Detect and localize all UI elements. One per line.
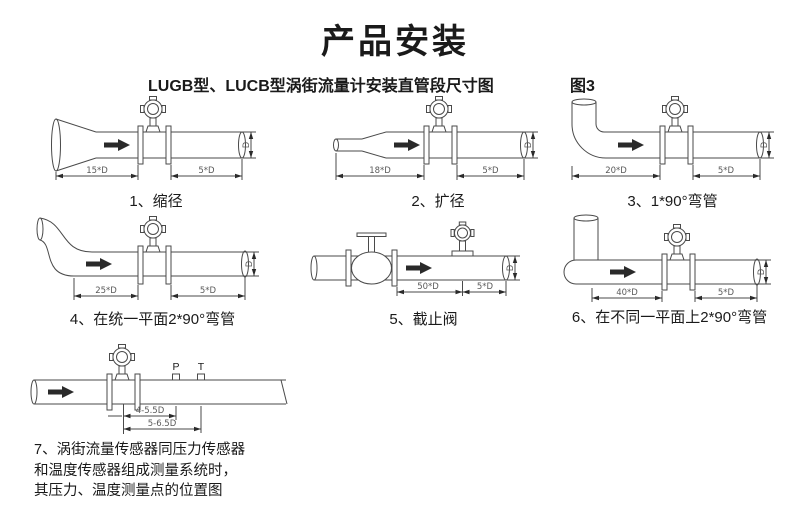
flowmeter-icon <box>659 96 694 165</box>
svg-text:D: D <box>506 264 516 271</box>
svg-text:15*D: 15*D <box>86 166 108 176</box>
diagram-pt-points: P T 4-5.5D 5-6.5D <box>28 338 293 438</box>
diagram-two-elbows-diff-plane: D 40*D 5*D 6、在不同一平面上2*90°弯管 <box>552 210 787 327</box>
upstream-dimension: 25*D <box>73 278 139 300</box>
diagram-reducer: D 15*D 5*D 1、缩径 <box>46 96 266 211</box>
diagram-two-elbows-same-plane-label: 4、在统一平面2*90°弯管 <box>69 311 236 328</box>
svg-text:20*D: 20*D <box>605 166 627 176</box>
flowmeter-icon <box>450 221 475 257</box>
upstream-dimension: 40*D <box>591 288 663 302</box>
svg-text:T: T <box>198 361 205 373</box>
svg-text:50*D: 50*D <box>417 282 439 292</box>
flowmeter-icon <box>137 216 172 285</box>
pipe <box>34 379 288 405</box>
diagram-two-elbows-same-plane-drawing: D 25*D 5*D <box>36 216 259 300</box>
flow-arrow-icon <box>86 258 112 270</box>
svg-text:5*D: 5*D <box>718 288 735 298</box>
expander-shape <box>333 131 387 159</box>
diagram-two-elbows-diff-plane-label: 6、在不同一平面上2*90°弯管 <box>571 309 768 326</box>
svg-text:5*D: 5*D <box>198 166 215 176</box>
flowmeter-icon <box>137 96 172 165</box>
flowmeter-icon <box>106 344 141 411</box>
elbow-shape <box>571 98 760 159</box>
downstream-dimension: 5*D <box>694 285 758 302</box>
flowmeter-icon <box>661 224 696 291</box>
diameter-dimension: D <box>757 259 771 285</box>
downstream-dimension: 5*D <box>170 277 246 300</box>
svg-text:D: D <box>757 268 767 275</box>
diagram-single-elbow: D 20*D 5*D 3、1*90°弯管 <box>560 96 785 211</box>
svg-text:18*D: 18*D <box>369 166 391 176</box>
diagram-expander-drawing: D 18*D 5*D <box>333 96 538 180</box>
diagram-reducer-drawing: D 15*D 5*D <box>51 96 256 180</box>
upstream-dimension: 20*D <box>571 165 661 180</box>
downstream-dimension: 5*D <box>462 281 507 296</box>
pipe-end-left <box>30 379 38 405</box>
caption-line-1: 7、涡街流量传感器同压力传感器 <box>34 442 246 458</box>
caption-line-2: 和温度传感器组成测量系统时， <box>34 462 237 479</box>
diagram-two-elbows-diff-plane-drawing: D 40*D 5*D <box>563 214 771 302</box>
svg-text:D: D <box>760 141 770 148</box>
svg-text:4-5.5D: 4-5.5D <box>136 406 165 416</box>
diameter-dimension: D <box>506 255 520 281</box>
svg-text:5*D: 5*D <box>477 282 494 292</box>
diagram-pt-caption: 7、涡街流量传感器同压力传感器 和温度传感器组成测量系统时， 其压力、温度测量点… <box>34 440 314 502</box>
svg-text:25*D: 25*D <box>95 286 117 296</box>
flow-arrow-icon <box>610 266 636 278</box>
diagram-stop-valve: D 50*D 5*D 5、截止阀 <box>306 221 541 329</box>
flow-arrow-icon <box>48 386 74 398</box>
pressure-dimension: 4-5.5D <box>108 404 177 434</box>
page-title: 产品安装 <box>321 23 469 61</box>
flowmeter-icon <box>423 96 458 165</box>
temperature-dimension: 5-6.5D <box>123 406 202 433</box>
diameter-dimension: D <box>760 131 774 159</box>
pressure-port: P <box>172 361 180 381</box>
temperature-port: T <box>197 361 205 381</box>
svg-text:P: P <box>172 361 179 373</box>
svg-text:5*D: 5*D <box>718 166 735 176</box>
diagram-single-elbow-drawing: D 20*D 5*D <box>571 96 774 180</box>
diagram-two-elbows-same-plane: D 25*D 5*D 4、在统一平面2*90°弯管 <box>30 212 275 329</box>
vertical-pipe-shape <box>573 214 599 260</box>
svg-text:40*D: 40*D <box>616 288 638 298</box>
diagram-stop-valve-label: 5、截止阀 <box>389 311 458 328</box>
svg-text:5*D: 5*D <box>200 286 217 296</box>
svg-text:D: D <box>524 141 534 148</box>
diagram-stop-valve-drawing: D 50*D 5*D <box>310 221 520 296</box>
diagram-single-elbow-label: 3、1*90°弯管 <box>627 193 718 210</box>
diagram-expander: D 18*D 5*D 2、扩径 <box>328 96 548 211</box>
diameter-dimension: D <box>245 251 259 277</box>
s-bend-shape <box>36 217 245 277</box>
downstream-dimension: 5*D <box>170 159 243 180</box>
diagram-reducer-label: 1、缩径 <box>129 193 183 210</box>
svg-text:D: D <box>242 141 252 148</box>
figure-subtitle: LUGB型、LUCB型涡街流量计安装直管段尺寸图 <box>148 78 494 95</box>
stop-valve-icon <box>345 232 398 287</box>
downstream-dimension: 5*D <box>456 159 525 180</box>
caption-line-3: 其压力、温度测量点的位置图 <box>34 483 223 500</box>
svg-text:5*D: 5*D <box>482 166 499 176</box>
svg-text:D: D <box>245 260 255 267</box>
flow-arrow-icon <box>104 139 130 151</box>
pipe <box>563 259 757 285</box>
flow-arrow-icon <box>406 262 432 274</box>
upstream-dimension: 18*D <box>335 153 425 180</box>
diameter-dimension: D <box>242 131 256 159</box>
diagram-expander-label: 2、扩径 <box>411 193 465 210</box>
flow-arrow-icon <box>394 139 420 151</box>
diagram-pt-points-drawing: P T 4-5.5D 5-6.5D <box>30 344 288 434</box>
reducer-shape <box>51 118 97 172</box>
upstream-dimension: 50*D <box>396 281 463 296</box>
figure-number: 图3 <box>570 78 595 95</box>
upstream-dimension: 15*D <box>55 165 139 180</box>
diameter-dimension: D <box>524 131 538 159</box>
downstream-dimension: 5*D <box>692 159 761 180</box>
pipe-end-left <box>310 255 318 281</box>
flow-arrow-icon <box>618 139 644 151</box>
svg-text:5-6.5D: 5-6.5D <box>148 419 177 429</box>
